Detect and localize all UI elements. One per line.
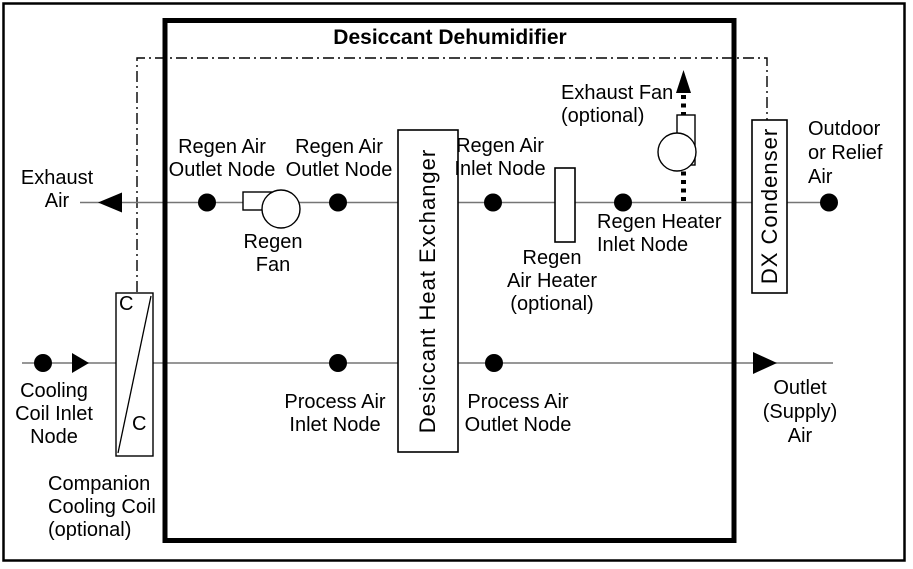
coil-symbol-top: C — [119, 293, 134, 315]
cooling-coil-diagonal — [117, 295, 152, 454]
regen-air-heater-label: Regen Air Heater (optional) — [506, 247, 598, 315]
dx-condenser-box — [751, 119, 788, 294]
dx-condenser-label: DX Condenser — [757, 127, 782, 285]
exhaust-fan-up-arrow-icon — [676, 70, 691, 93]
exhaust-fan-icon — [657, 132, 697, 172]
regen-fan-icon — [261, 189, 301, 229]
exhaust-fan-label: Exhaust Fan (optional) — [561, 82, 674, 127]
heat-exchanger-label: Desiccant Heat Exchanger — [415, 148, 440, 434]
process-air-outlet-node-label: Process Air Outlet Node — [464, 391, 572, 436]
outlet-air-arrow-icon — [753, 352, 777, 374]
regen-air-heater-box — [554, 167, 576, 243]
exhaust-air-label: Exhaust Air — [20, 167, 94, 212]
outdoor-relief-air-node-dot — [820, 193, 838, 212]
diagram-title: Desiccant Dehumidifier — [333, 26, 567, 49]
regen-heater-inlet-node-dot — [614, 193, 632, 212]
regen-air-inlet-node-dot — [484, 193, 502, 212]
regen-heater-inlet-node-label: Regen Heater Inlet Node — [597, 211, 722, 256]
condenser-loop-dashdot-line — [136, 57, 768, 292]
cooling-coil-inlet-node-label: Cooling Coil Inlet Node — [15, 380, 93, 448]
outlet-supply-air-label: Outlet (Supply) Air — [762, 377, 838, 447]
regen-air-inlet-node-label: Regen Air Inlet Node — [454, 135, 546, 180]
exhaust-air-arrow-icon — [98, 192, 122, 213]
process-air-inlet-node-dot — [329, 354, 347, 372]
coil-symbol-bottom: C — [132, 413, 147, 435]
process-air-outlet-node-dot — [485, 354, 503, 372]
companion-cooling-coil-label: Companion Cooling Coil (optional) — [48, 473, 156, 541]
heat-exchanger-box — [397, 129, 459, 453]
inlet-air-arrow-icon — [72, 353, 89, 373]
dehumidifier-boundary-box — [162, 18, 737, 543]
regen-fan-label: Regen Fan — [243, 231, 303, 276]
process-air-inlet-node-label: Process Air Inlet Node — [284, 391, 386, 436]
outdoor-relief-air-label: Outdoor or Relief Air — [808, 118, 883, 188]
regen-air-outlet-node-2-dot — [329, 193, 347, 212]
regen-air-outlet-node-2-label: Regen Air Outlet Node — [285, 136, 393, 181]
regen-air-outlet-node-1-dot — [198, 193, 216, 212]
outer-border — [2, 2, 906, 562]
regen-air-outlet-node-1-label: Regen Air Outlet Node — [168, 136, 276, 181]
cooling-coil-inlet-node-dot — [34, 354, 52, 372]
